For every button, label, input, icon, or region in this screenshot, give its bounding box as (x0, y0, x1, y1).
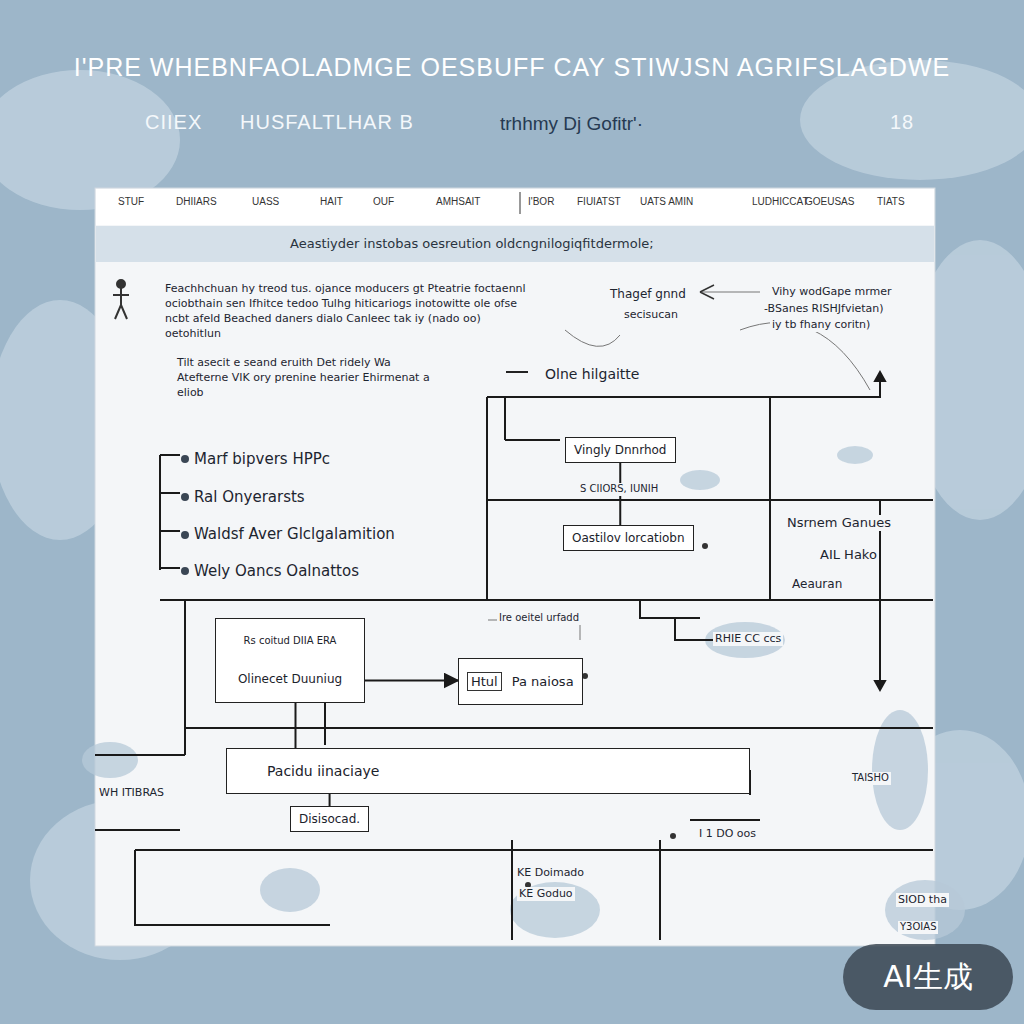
text-label: Olne hilgaitte (543, 366, 641, 384)
structure-lines (95, 372, 933, 940)
text-label: KE Doimado (515, 866, 586, 880)
tab-label: GOEUSAS (805, 196, 854, 209)
text-label: TAISHO (850, 772, 891, 785)
subheader-band (96, 226, 934, 262)
text-label: Y3OIAS (898, 921, 938, 934)
box-text: Htul (467, 672, 502, 691)
tab-label: I'BOR (528, 196, 554, 209)
box-text: Vingly Dnnrhod (574, 443, 667, 457)
text-label: secisucan (622, 308, 680, 322)
box-text: Oastilov lorcatiobn (572, 531, 685, 545)
process-box: Rs coitud DIIA ERA Olinecet Duuniug (215, 618, 365, 703)
watermark: AI生成 (843, 944, 1013, 1010)
text-label: Ral Onyerarsts (192, 488, 307, 507)
process-box: Vingly Dnnrhod (565, 437, 676, 463)
box-text: Disisocad. (299, 812, 360, 826)
tab-divider (520, 192, 521, 214)
text-label: Tilt asecit e seand eruith Det ridely Wa… (175, 356, 444, 401)
pointer-arrow (700, 285, 714, 299)
main-panel (95, 188, 935, 946)
tab-label: OUF (373, 196, 394, 209)
box-heading: Rs coitud DIIA ERA (244, 635, 337, 646)
text-label: 18 (890, 110, 914, 135)
text-label: Thagef gnnd (608, 287, 688, 302)
tab-label: STUF (118, 196, 144, 209)
tab-label: HAIT (320, 196, 343, 209)
connector (295, 703, 297, 748)
text-label: trhhmy Dj Gofitr'· (500, 112, 643, 136)
tab-label: DHIIARS (176, 196, 217, 209)
process-box: Oastilov lorcatiobn (563, 525, 694, 551)
background-blobs (0, 60, 1024, 960)
tab-label: UASS (252, 196, 279, 209)
process-box: Disisocad. (290, 806, 369, 832)
text-label: KE Goduo (517, 887, 575, 901)
text-label: RHIE CC ccs (713, 632, 783, 646)
text-label: AIL Hako (818, 547, 879, 563)
text-label: Ire oeitel urfadd (497, 612, 581, 625)
text-label: Marf bipvers HPPc (192, 450, 332, 469)
tab-label: LUDHICCAT (752, 196, 808, 209)
connector (365, 680, 458, 682)
tab-bar (96, 189, 934, 225)
person-icon (113, 280, 129, 319)
text-label: Feachhchuan hy treod tus. ojance moducer… (163, 282, 537, 341)
bullet-dots (181, 455, 189, 575)
text-label: Nsrnem Ganues (785, 515, 893, 531)
connector-pins (525, 543, 708, 888)
tab-label: AMHSAIT (436, 196, 480, 209)
box-text: Olinecet Duuniug (238, 672, 342, 686)
text-label: HUSFALTLHAR B (240, 110, 414, 135)
tab-label: UATS AMIN (640, 196, 693, 209)
process-box: Pacidu iinaciaye (226, 748, 750, 794)
text-label: SIOD tha (896, 893, 949, 907)
box-text: Pa naiosa (512, 674, 574, 689)
diagram-title: I'PRE WHEBNFAOLADMGE OESBUFF CAY STIWJSN… (12, 52, 1012, 83)
text-label: Aeauran (790, 577, 844, 592)
text-label: Aeastiyder instobas oesreution oldcngnil… (288, 236, 656, 252)
box-text: Pacidu iinaciaye (267, 763, 380, 779)
text-label: WH ITIBRAS (97, 786, 166, 800)
text-label: Wely Oancs Oalnattos (192, 562, 361, 581)
panel-blobs (82, 446, 965, 940)
text-label: CIIEX (145, 110, 202, 135)
text-label: Waldsf Aver Glclgalamition (192, 525, 397, 544)
bullet-arrow (506, 371, 528, 373)
tab-label: FIUIATST (577, 196, 621, 209)
text-label: S CIIORS, IUNIH (578, 483, 660, 496)
tab-label: TIATS (877, 196, 905, 209)
thin-lines (488, 292, 870, 640)
process-box: Htul Pa naiosa (458, 658, 583, 705)
text-label: -BSanes RISHJfvietan) (762, 302, 886, 316)
text-label: Vihy wodGape mrmer (770, 285, 894, 299)
text-label: I 1 DO oos (697, 827, 758, 841)
connector (329, 794, 331, 806)
text-label: iy tb fhany coritn) (770, 318, 872, 332)
